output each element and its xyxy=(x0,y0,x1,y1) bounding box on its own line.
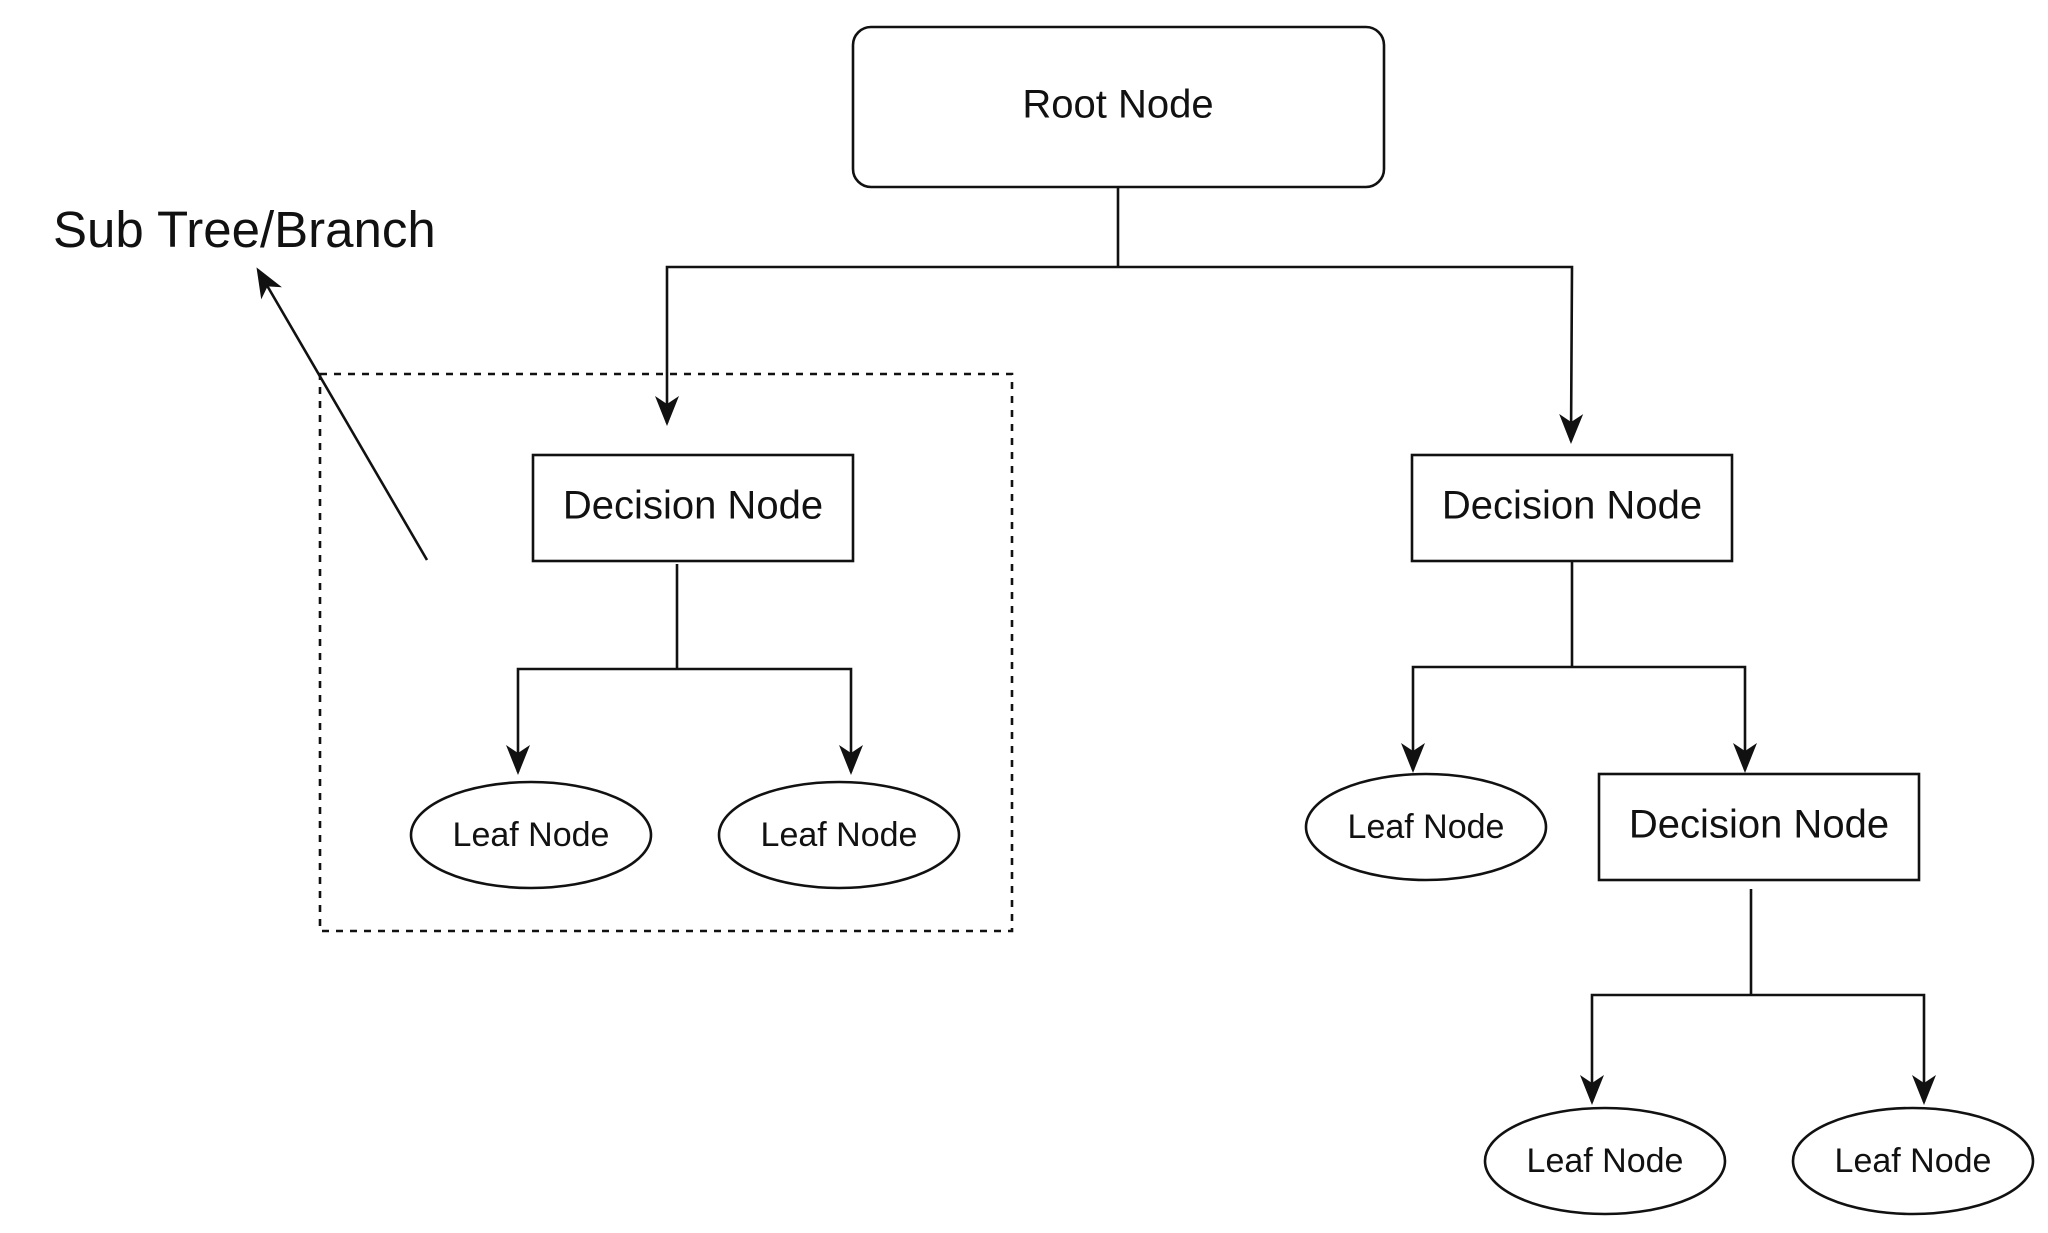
root-to-right-decision-edge xyxy=(1118,265,1584,444)
left-decision-to-leaf-1-edge xyxy=(506,667,677,775)
subtree-pointer-arrow xyxy=(256,267,429,561)
left-leaf-node-1 xyxy=(409,780,653,890)
right-sub-decision-node-label: Decision Node xyxy=(1629,803,1889,847)
subtree-caption: Sub Tree/Branch xyxy=(53,201,436,258)
left-decision-to-leaf-2-edge xyxy=(677,667,863,775)
root-to-left-decision-edge xyxy=(655,265,1118,426)
left-leaf-node-2 xyxy=(717,780,961,890)
left-leaf-node-2-label: Leaf Node xyxy=(761,816,918,854)
root-node-label: Root Node xyxy=(1022,83,1213,127)
right-sub-leaf-node-1 xyxy=(1483,1106,1727,1216)
right-sub-decision-to-leaf-2-edge xyxy=(1751,993,1936,1105)
right-decision-to-leaf-edge xyxy=(1401,665,1572,773)
right-leaf-node-label: Leaf Node xyxy=(1348,808,1505,846)
left-decision-node xyxy=(531,453,855,563)
right-sub-decision-node xyxy=(1597,772,1921,882)
right-sub-decision-to-leaf-1-edge xyxy=(1580,993,1751,1105)
right-decision-node xyxy=(1410,453,1734,563)
left-leaf-node-1-label: Leaf Node xyxy=(453,816,610,854)
right-sub-leaf-node-1-label: Leaf Node xyxy=(1527,1142,1684,1180)
right-leaf-node xyxy=(1304,772,1548,882)
root-node xyxy=(851,25,1386,189)
right-sub-leaf-node-2 xyxy=(1791,1106,2035,1216)
left-decision-node-label: Decision Node xyxy=(563,484,823,528)
subtree-boundary xyxy=(318,372,1014,933)
right-decision-node-label: Decision Node xyxy=(1442,484,1702,528)
right-sub-leaf-node-2-label: Leaf Node xyxy=(1835,1142,1992,1180)
right-decision-to-sub-decision-edge xyxy=(1572,665,1757,773)
